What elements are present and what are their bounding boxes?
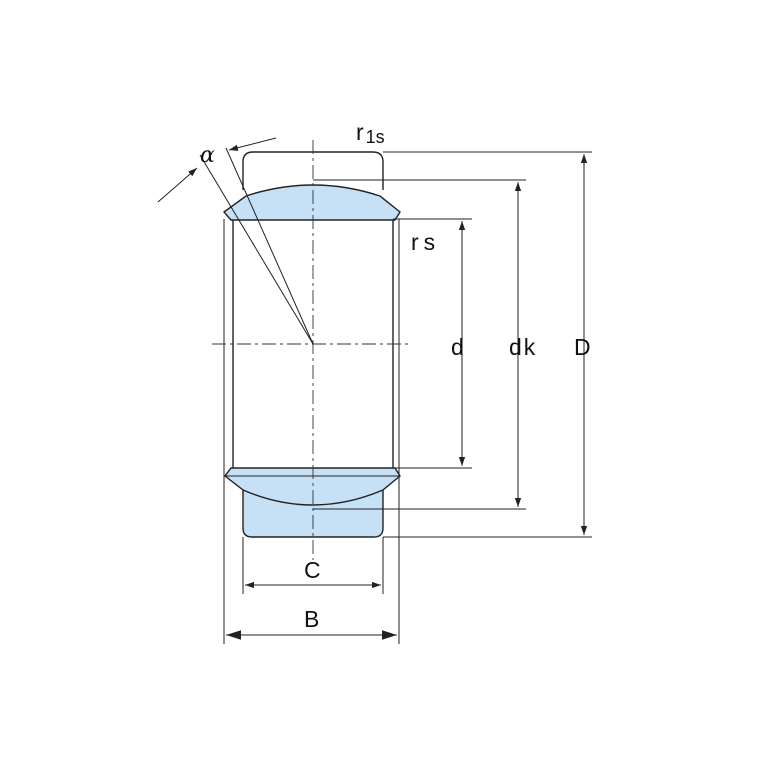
label-d: d: [451, 334, 464, 360]
label-D: D: [574, 334, 591, 360]
label-B: B: [304, 606, 319, 632]
label-C: C: [304, 557, 321, 583]
bottom-ring-section: [224, 467, 401, 538]
label-alpha: α: [200, 143, 215, 168]
contact-angle-construction: [157, 137, 314, 345]
top-ring-section: [222, 184, 401, 221]
extension-lines: [223, 151, 592, 644]
inner-ring: [223, 219, 400, 470]
label-dk: dk: [509, 334, 536, 360]
outer-ring-outline: [242, 151, 384, 190]
sphere-contour-bottom: [242, 489, 384, 506]
